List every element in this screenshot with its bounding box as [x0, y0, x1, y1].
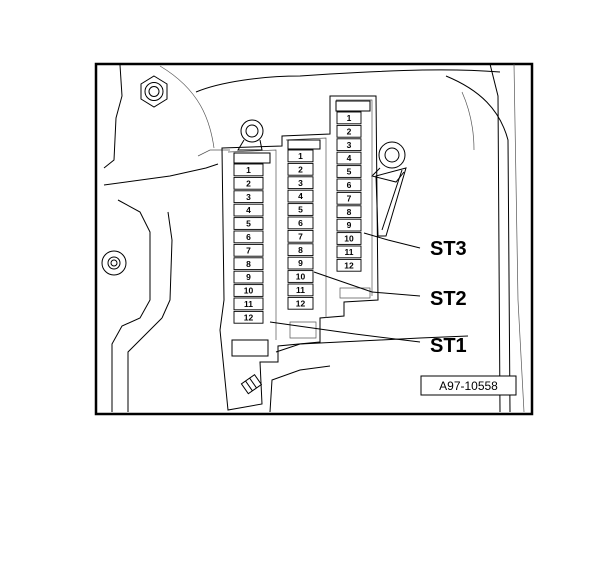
st3-fuse-number-12: 12: [344, 260, 354, 270]
st1-fuse-number-3: 3: [246, 192, 251, 202]
st1-fuse-number-9: 9: [246, 272, 251, 282]
st1-fuse-number-5: 5: [246, 219, 251, 229]
st2-fuse-number-6: 6: [298, 218, 303, 228]
st2-fuse-number-3: 3: [298, 178, 303, 188]
st1-fuse-slot-8: [233, 257, 264, 271]
st3-fuse-number-6: 6: [347, 180, 352, 190]
st2-fuse-number-5: 5: [298, 205, 303, 215]
st1-fuse-slot-1: [233, 163, 264, 177]
st3-fuse-slot-7: [336, 191, 362, 205]
st2-fuse-slot-6: [287, 216, 314, 230]
st1-fuse-slot-7: [233, 243, 264, 257]
st2-fuse-number-9: 9: [298, 258, 303, 268]
fuse-holder-housing: [219, 95, 379, 411]
st2-fuse-slot-12: [287, 296, 314, 310]
label-st1: ST1: [430, 335, 467, 357]
st2-fuse-number-7: 7: [298, 231, 303, 241]
st3-fuse-slot-11: [336, 245, 362, 259]
st3-fuse-slot-3: [336, 138, 362, 152]
hex-bolt: [140, 75, 168, 108]
st3-fuse-number-4: 4: [347, 153, 352, 163]
st1-fuse-slot-10: [233, 284, 264, 297]
st3-fuse-number-9: 9: [347, 220, 352, 230]
st2-fuse-number-4: 4: [298, 191, 303, 201]
st1-fuse-slot-3: [233, 190, 264, 204]
st1-fuse-slot-12: [233, 310, 264, 324]
st3-fuse-number-10: 10: [344, 234, 354, 244]
clip-bolt-left: [237, 119, 264, 151]
st1-fuse-number-10: 10: [244, 286, 254, 296]
st3-fuse-number-8: 8: [347, 207, 352, 217]
st2-fuse-slot-10: [287, 270, 314, 283]
st1-fuse-number-6: 6: [246, 232, 251, 242]
st2-fuse-number-1: 1: [298, 151, 303, 161]
st2-fuse-number-12: 12: [296, 298, 306, 308]
st1-fuse-number-8: 8: [246, 259, 251, 269]
st2-fuse-slot-5: [287, 203, 314, 216]
st2-fuse-number-8: 8: [298, 245, 303, 255]
st3-fuse-slot-1: [336, 111, 362, 125]
st1-fuse-number-2: 2: [246, 178, 251, 188]
st1-fuse-number-4: 4: [246, 205, 251, 215]
st3-fuse-slot-8: [336, 205, 362, 219]
st1-fuse-slot-4: [233, 203, 264, 217]
st3-fuse-number-3: 3: [347, 140, 352, 150]
st3-fuse-slot-6: [336, 178, 362, 192]
st2-fuse-slot-8: [287, 243, 314, 257]
st1-fuse-slot-5: [233, 217, 264, 230]
st2-fuse-slot-11: [287, 283, 314, 297]
st1-fuse-slot-6: [233, 230, 264, 244]
st1-fuse-slot-9: [233, 270, 264, 284]
st3-fuse-slot-9: [336, 218, 362, 232]
st3-fuse-slot-12: [336, 258, 362, 272]
background-outlines: [103, 63, 525, 413]
clip-bolt-right: [371, 141, 407, 237]
st1-fuse-slot-11: [233, 297, 264, 311]
label-st2: ST2: [430, 288, 467, 310]
st3-fuse-slot-5: [336, 165, 362, 178]
st2-fuse-slot-1: [287, 149, 314, 163]
st3-fuse-slot-2: [336, 124, 362, 138]
st3-fuse-slot-4: [336, 151, 362, 165]
st2-fuse-slot-9: [287, 256, 314, 270]
reference-code: A97-10558: [439, 379, 498, 393]
diagram-frame: [94, 62, 534, 416]
st2-fuse-slot-7: [287, 229, 314, 243]
st2-fuse-slot-2: [287, 162, 314, 176]
st2-fuse-number-10: 10: [296, 272, 306, 282]
st1-fuse-number-7: 7: [246, 245, 251, 255]
reference-code-box: A97-10558: [420, 375, 517, 396]
st1-fuse-number-12: 12: [244, 312, 254, 322]
st2-fuse-number-2: 2: [298, 164, 303, 174]
leader-lines: [269, 232, 421, 343]
st3-fuse-slot-10: [336, 232, 362, 245]
round-bolt: [101, 250, 127, 276]
st3-fuse-number-2: 2: [347, 126, 352, 136]
st2-fuse-slot-3: [287, 176, 314, 190]
st3-fuse-number-7: 7: [347, 193, 352, 203]
st1-fuse-number-11: 11: [244, 299, 253, 309]
st3-fuse-number-5: 5: [347, 167, 352, 177]
st3-fuse-number-1: 1: [347, 113, 352, 123]
st3-fuse-number-11: 11: [345, 247, 354, 257]
label-st3: ST3: [430, 238, 467, 260]
st1-fuse-slot-2: [233, 176, 264, 190]
st2-fuse-slot-4: [287, 189, 314, 203]
st2-fuse-number-11: 11: [296, 285, 305, 295]
st1-fuse-number-1: 1: [246, 165, 251, 175]
